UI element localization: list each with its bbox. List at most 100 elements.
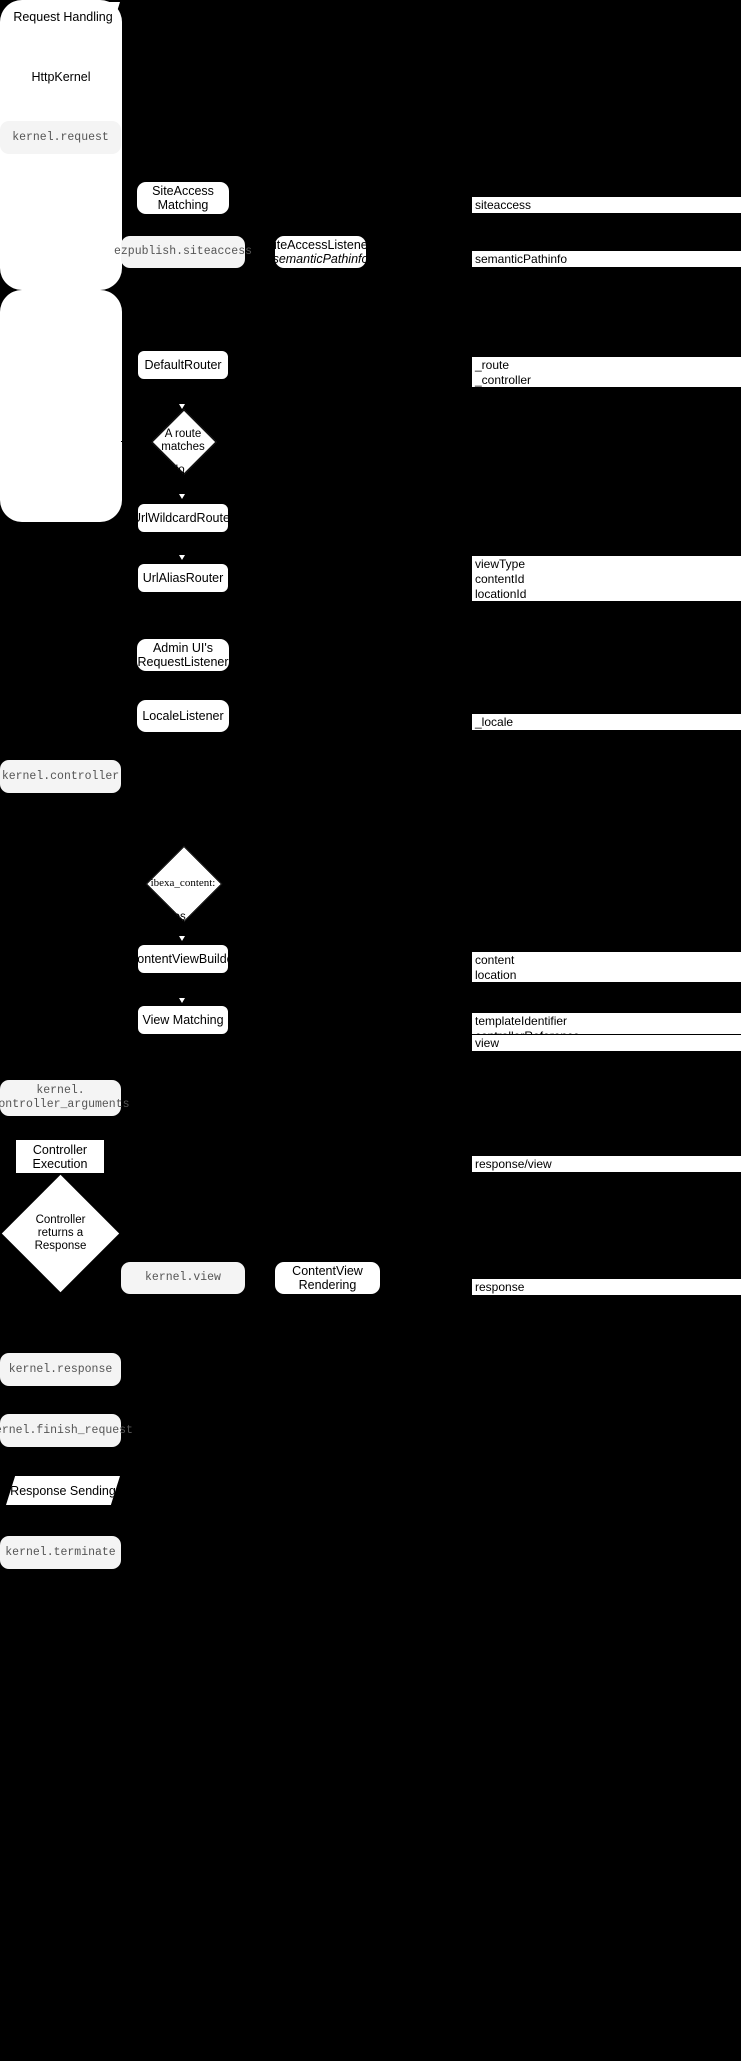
event-ezpublish-siteaccess: ezpublish.siteaccess bbox=[114, 236, 252, 268]
connector-defaultrouter-to-decision bbox=[183, 380, 184, 410]
node-locale-listener: LocaleListener bbox=[137, 700, 229, 732]
attr-viewtype-contentid-locationid: viewType contentId locationId bbox=[471, 555, 741, 602]
node-siteaccess-listener-line2: semanticPathinfo bbox=[272, 252, 369, 266]
container-routing-title-prefix: Routing bbox=[299, 6, 346, 20]
container-routing-title-italic: semanticPathinfo bbox=[345, 6, 442, 20]
banner-request-handling: Request Handling bbox=[6, 2, 120, 31]
node-default-router-label: DefaultRouter bbox=[144, 358, 222, 372]
decision-controller-line1: Controller bbox=[35, 1214, 86, 1226]
node-siteaccess-matching: SiteAccess Matching bbox=[137, 182, 229, 214]
event-kernel-terminate-label: kernel.terminate bbox=[5, 1545, 116, 1559]
attr-semantic-pathinfo: semanticPathinfo bbox=[471, 250, 741, 268]
event-kernel-response-label: kernel.response bbox=[8, 1362, 113, 1376]
attr-response-view: response/view bbox=[471, 1155, 741, 1173]
banner-request-handling-label: Request Handling bbox=[13, 9, 113, 24]
event-kernel-response: kernel.response bbox=[0, 1353, 121, 1386]
event-kernel-view: kernel.view bbox=[121, 1262, 245, 1294]
attr-response: response bbox=[471, 1278, 741, 1296]
attr-content-line2: location bbox=[475, 968, 517, 982]
connector-builder-to-viewmatching bbox=[183, 974, 184, 1004]
arrowhead-decision-route bbox=[178, 404, 187, 412]
node-view-matching: View Matching bbox=[137, 1005, 229, 1035]
node-http-kernel-label: HttpKernel bbox=[31, 69, 91, 84]
edge-label-route-yes: Yes bbox=[139, 425, 158, 437]
event-kernel-request-label: kernel.request bbox=[12, 130, 109, 144]
event-kernel-controller-arguments-line1: kernel. bbox=[36, 1084, 85, 1097]
connector-route-yes-exit bbox=[121, 441, 152, 442]
arrowhead-urlwildcardrouter bbox=[178, 494, 187, 502]
decision-controller-line3: Response bbox=[34, 1240, 87, 1252]
attr-route-controller-line1: _route bbox=[475, 358, 510, 372]
node-admin-ui-request-listener-line1: Admin UI's bbox=[152, 641, 214, 655]
attr-content-line1: content bbox=[475, 953, 515, 967]
event-kernel-controller: kernel.controller bbox=[0, 760, 121, 793]
node-contentview-rendering-label: ContentView Rendering bbox=[292, 1264, 363, 1292]
decision-ibexa-content-label: ibexa_content: bbox=[150, 876, 216, 889]
node-admin-ui-request-listener: Admin UI's RequestListener bbox=[137, 639, 229, 671]
arrowhead-viewmatching bbox=[178, 998, 187, 1006]
attr-viewtype-line1: viewType bbox=[475, 557, 526, 571]
attr-locale-line1: _locale bbox=[475, 715, 514, 729]
node-content-view-builder-label: ContentViewBuilder bbox=[128, 952, 238, 966]
container-view-controller-listener-title: ViewControllerListener bbox=[307, 6, 434, 20]
container-routing-title-line2: (ChainRouter) bbox=[331, 20, 410, 34]
node-locale-listener-label: LocaleListener bbox=[142, 709, 224, 723]
event-kernel-terminate: kernel.terminate bbox=[0, 1536, 121, 1569]
attr-viewtype-line2: contentId bbox=[475, 572, 525, 586]
attr-route-controller: _route _controller bbox=[471, 356, 741, 388]
edge-label-ibexa-yes: Yes bbox=[167, 911, 186, 923]
event-kernel-finish-request: kernel.finish_request bbox=[0, 1414, 133, 1447]
attr-view-line1: view bbox=[475, 1036, 500, 1050]
dashed-contentviewbuilder-to-content-attr bbox=[229, 974, 471, 975]
decision-ibexa-content: ibexa_content: bbox=[145, 845, 223, 923]
node-content-view-builder: ContentViewBuilder bbox=[128, 944, 238, 974]
dashed-urlaliasrouter-to-viewtype-attr bbox=[229, 593, 471, 594]
decision-controller-returns-response: Controller returns a Response bbox=[1, 1174, 120, 1293]
event-kernel-request: kernel.request bbox=[0, 121, 121, 154]
node-contentview-rendering: ContentView Rendering bbox=[275, 1262, 380, 1294]
attr-viewtype-line3: locationId bbox=[475, 587, 527, 601]
attr-template-line1: templateIdentifier bbox=[475, 1014, 568, 1028]
node-view-matching-label: View Matching bbox=[142, 1013, 224, 1027]
event-kernel-finish-request-label: kernel.finish_request bbox=[0, 1423, 133, 1437]
attr-content-location: content location bbox=[471, 951, 741, 983]
node-url-wildcard-router: UrlWildcardRouter bbox=[132, 503, 234, 533]
connector-wildcard-to-alias bbox=[183, 533, 184, 561]
node-controller-execution-label: Controller Execution bbox=[32, 1142, 88, 1171]
connector-route-no-to-wildcard bbox=[183, 472, 184, 500]
node-controller-execution: Controller Execution bbox=[16, 1140, 104, 1173]
attr-siteaccess-line1: siteaccess bbox=[475, 198, 532, 212]
node-admin-ui-request-listener-line2: RequestListener bbox=[137, 655, 229, 669]
node-url-alias-router-label: UrlAliasRouter bbox=[142, 571, 224, 585]
container-view-controller-listener: ViewControllerListener bbox=[0, 6, 433, 522]
edge-label-route-no: No bbox=[170, 464, 185, 476]
connector-ibexa-yes-to-builder bbox=[183, 920, 184, 943]
event-kernel-controller-arguments-line2: controller_arguments bbox=[0, 1098, 130, 1111]
dashed-viewmatching-to-template-attr bbox=[229, 1035, 471, 1036]
event-kernel-view-label: kernel.view bbox=[145, 1271, 221, 1284]
node-url-wildcard-router-label: UrlWildcardRouter bbox=[131, 511, 235, 525]
banner-response-sending: Response Sending bbox=[6, 1476, 120, 1505]
event-kernel-controller-label: kernel.controller bbox=[1, 769, 120, 783]
node-url-alias-router: UrlAliasRouter bbox=[137, 563, 229, 593]
decision-a-route-matches: A route matches bbox=[151, 409, 217, 475]
decision-route-line1: A route bbox=[164, 428, 202, 440]
attr-response-view-line1: response/view bbox=[475, 1157, 552, 1171]
decision-route-line2: matches bbox=[161, 441, 205, 453]
attr-route-controller-line2: _controller bbox=[475, 373, 532, 387]
attr-locale: _locale bbox=[471, 713, 741, 731]
event-ezpublish-siteaccess-label: ezpublish.siteaccess bbox=[113, 245, 253, 258]
node-siteaccess-matching-label: SiteAccess Matching bbox=[152, 184, 214, 212]
edge-label-ibexa-no: No bbox=[136, 866, 151, 878]
event-kernel-controller-arguments: kernel. controller_arguments bbox=[0, 1080, 130, 1116]
node-siteaccess-listener-line1: SiteAccessListener: bbox=[265, 238, 376, 252]
attr-response-line1: response bbox=[475, 1280, 525, 1294]
attr-semantic-pathinfo-line1: semanticPathinfo bbox=[475, 252, 568, 266]
connector-ibexa-no-exit bbox=[121, 883, 146, 884]
node-siteaccess-listener: SiteAccessListener: semanticPathinfo bbox=[266, 236, 375, 268]
banner-response-sending-label: Response Sending bbox=[10, 1483, 116, 1498]
attr-view: view bbox=[471, 1034, 741, 1052]
connector-urlaliasrouter-exit bbox=[121, 578, 137, 579]
connector-viewmatching-exit bbox=[121, 1020, 137, 1021]
